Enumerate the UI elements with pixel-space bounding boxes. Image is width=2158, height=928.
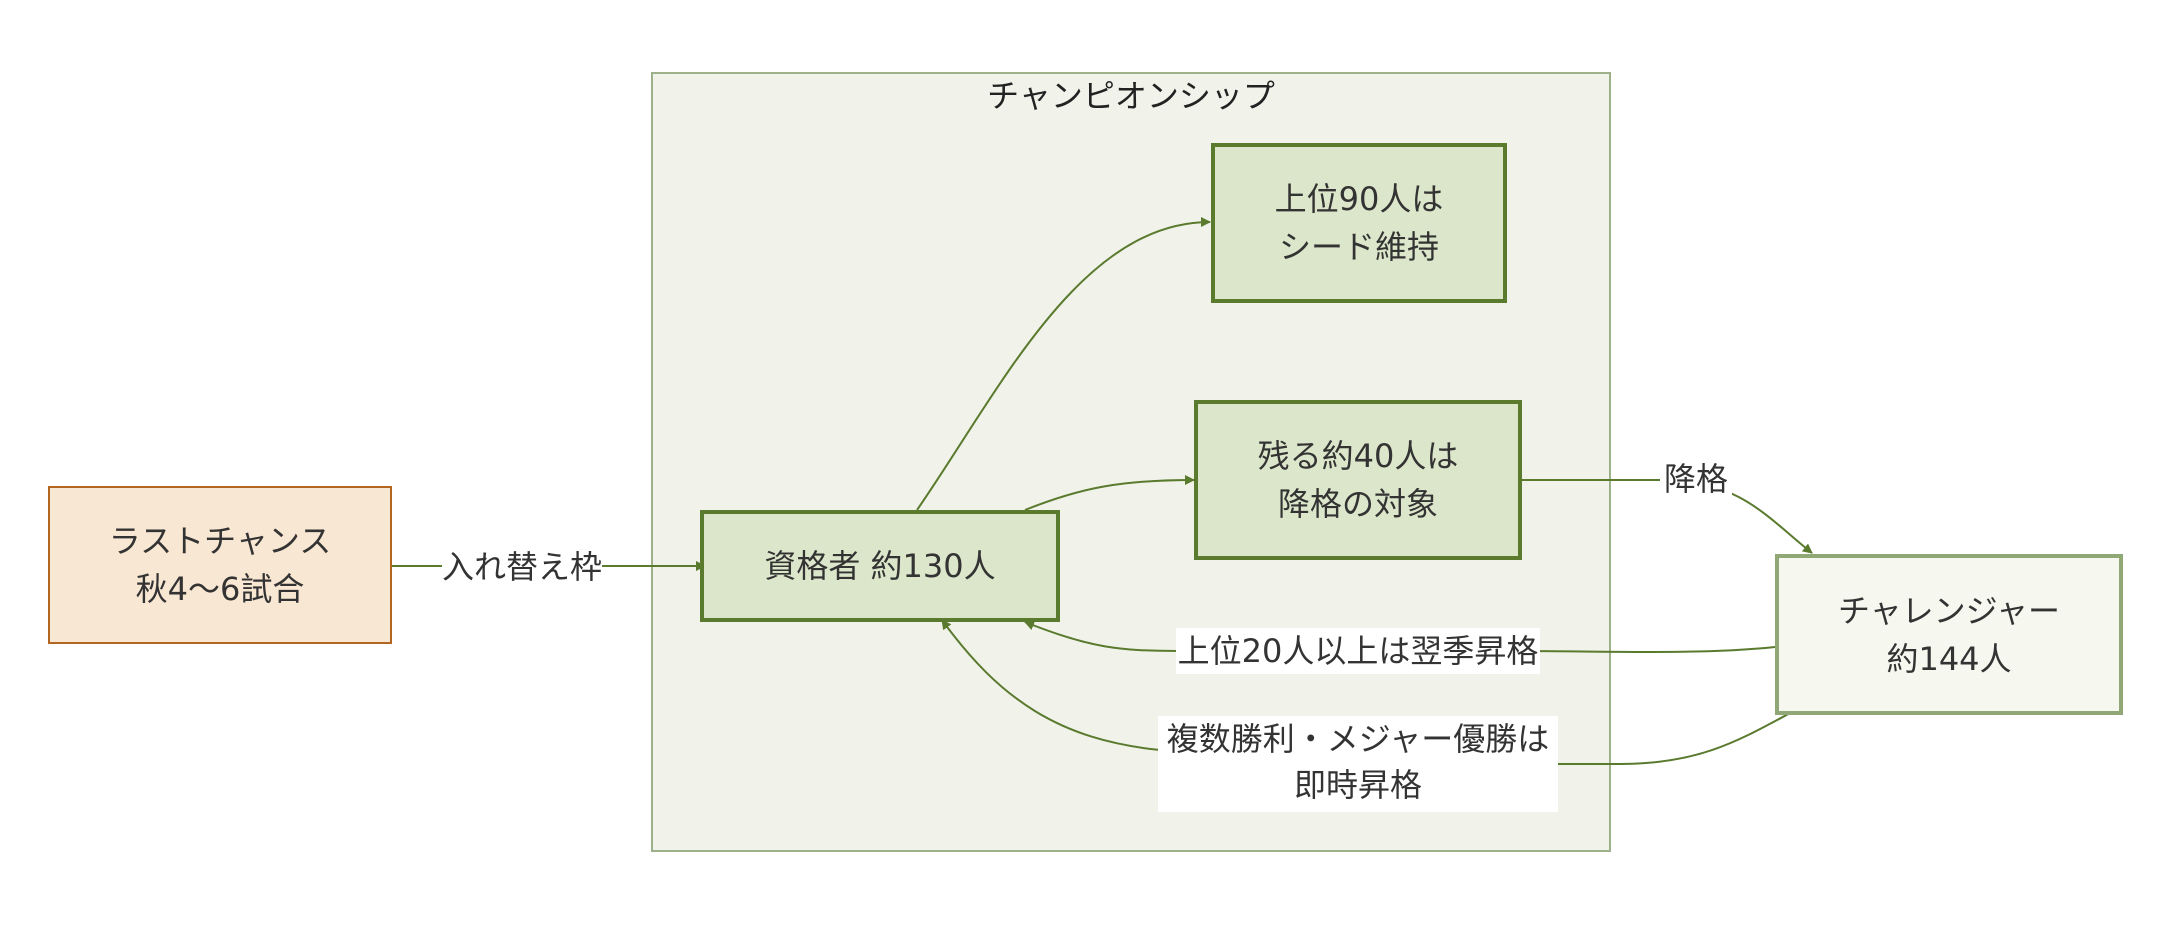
championship-title: チャンピオンシップ <box>987 77 1275 115</box>
node-remaining40: 残る約40人は 降格の対象 <box>1194 400 1522 560</box>
edge-to-top90 <box>916 217 1211 511</box>
label-promotion-next: 上位20人以上は翌季昇格 <box>1176 628 1540 674</box>
label-replacement: 入れ替え枠 <box>442 544 602 590</box>
node-challenger: チャレンジャー 約144人 <box>1775 554 2123 715</box>
label-relegation: 降格 <box>1660 456 1732 502</box>
node-qualified: 資格者 約130人 <box>700 510 1060 622</box>
node-top90: 上位90人は シード維持 <box>1211 143 1507 303</box>
node-last-chance: ラストチャンス 秋4〜6試合 <box>48 486 392 644</box>
label-promotion-immediate: 複数勝利・メジャー優勝は 即時昇格 <box>1158 716 1558 812</box>
edge-to-remaining40 <box>1024 475 1195 511</box>
